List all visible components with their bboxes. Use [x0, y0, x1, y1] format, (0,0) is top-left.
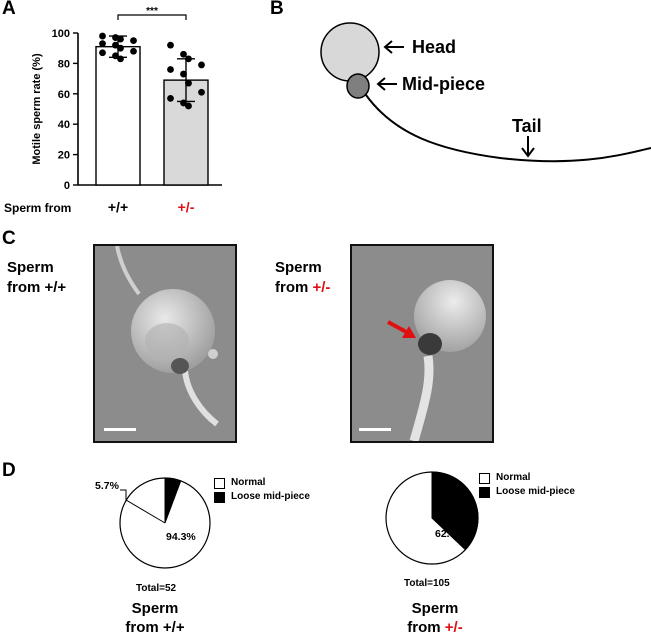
data-point [180, 50, 187, 58]
data-point [167, 94, 174, 102]
data-point [185, 55, 192, 63]
midpiece-label: Mid-piece [402, 74, 486, 94]
tail-line [365, 94, 651, 163]
data-point [99, 40, 106, 48]
y-tick-label: 100 [52, 28, 70, 40]
midpiece-arrow [376, 77, 397, 91]
legend-normal-swatch-2 [479, 473, 490, 484]
panel-letter-a: A [2, 0, 16, 19]
sem-right-label-prefix: from [275, 279, 313, 296]
legend-loose-swatch-1 [214, 492, 225, 503]
data-point [167, 66, 174, 73]
panel-letter-c: C [2, 228, 16, 249]
data-point [185, 79, 192, 87]
head-shape [320, 22, 380, 82]
pie-caption-heterozygous-prefix: from [407, 619, 445, 636]
data-point [112, 52, 119, 60]
pie-caption-heterozygous-line2: from +/- [370, 618, 500, 637]
data-point [198, 88, 205, 96]
pie-label-normal: 94.3% [166, 531, 196, 543]
pie-label-loose: 5.7% [95, 480, 120, 492]
legend-normal-swatch-1 [214, 478, 225, 489]
pie-label-normal: 62.9% [435, 528, 465, 540]
head-arrow [383, 40, 404, 54]
row-label-sperm-from: Sperm from [4, 201, 71, 215]
data-point [117, 35, 124, 43]
y-tick-label: 60 [58, 89, 70, 101]
red-arrow-icon [387, 320, 416, 338]
y-tick-label: 40 [58, 119, 70, 131]
pie-caption-heterozygous: Sperm from +/- [370, 599, 500, 637]
data-point [117, 44, 124, 52]
pie-total-wildtype: Total=52 [136, 583, 177, 594]
sem-image-heterozygous [350, 244, 494, 443]
sem-right-label-line1: Sperm [275, 259, 322, 276]
significance-label: *** [146, 6, 158, 17]
tail-arrow [521, 136, 535, 158]
y-tick-label: 20 [58, 150, 70, 162]
bar [95, 45, 141, 186]
y-tick-label: 80 [58, 58, 70, 70]
panel-letter-b: B [270, 0, 284, 19]
legend-loose-label-1: Loose mid-piece [231, 491, 310, 502]
significance-bracket [117, 14, 187, 20]
pie-caption-wildtype-line1: Sperm [131, 600, 179, 617]
data-point [130, 37, 137, 44]
y-axis-label: Motile sperm rate (%) [31, 53, 43, 165]
sperm-structure-diagram [320, 22, 651, 163]
pie-caption-heterozygous-line1: Sperm [411, 600, 459, 617]
sem-image-wildtype [93, 244, 237, 443]
scale-bar-right [359, 428, 391, 431]
sem-right-label-genotype: +/- [312, 279, 331, 296]
sem-right-label: Sperm from +/- [275, 258, 330, 298]
data-point [112, 41, 119, 49]
data-point [99, 49, 106, 57]
legend-loose-label-2: Loose mid-piece [496, 486, 575, 497]
pie-slice-loose [431, 471, 479, 551]
data-point [167, 41, 174, 49]
y-tick-label: 0 [64, 180, 70, 192]
pie-caption-wildtype-line2: from +/+ [125, 619, 185, 636]
data-point [180, 70, 187, 78]
sem-left-label-line1: Sperm [7, 259, 54, 276]
category-label: +/- [178, 199, 195, 215]
data-point [99, 32, 106, 40]
scale-bar-left [104, 428, 136, 431]
legend-loose-swatch-2 [479, 487, 490, 498]
pie-slice-loose [164, 477, 182, 524]
pie-leader-line [120, 489, 166, 524]
data-point [185, 102, 192, 110]
category-label: +/+ [108, 199, 128, 215]
data-point [180, 99, 187, 107]
sem-wildtype-sperm-picture [115, 246, 219, 427]
pie-caption-wildtype: Sperm from +/+ [90, 599, 220, 637]
tail-label: Tail [512, 116, 542, 136]
pie-total-heterozygous: Total=105 [404, 578, 450, 589]
sem-heterozygous-sperm-picture [387, 280, 486, 441]
data-point [198, 61, 205, 69]
data-point [117, 55, 124, 63]
legend-normal-label-2: Normal [496, 472, 531, 483]
panel-letter-d: D [2, 460, 16, 481]
pie-chart-heterozygous: 62.9% 37.1% [385, 471, 479, 565]
sem-right-label-line2: from +/- [275, 278, 330, 298]
head-label: Head [412, 37, 457, 57]
pie-caption-heterozygous-genotype: +/- [444, 619, 463, 636]
legend-normal-label-1: Normal [231, 477, 266, 488]
data-point [130, 47, 137, 55]
pie-label-loose: 37.1% [395, 508, 425, 520]
midpiece-shape [346, 73, 370, 99]
sem-left-label-line2: from +/+ [7, 279, 67, 296]
sem-left-label: Sperm from +/+ [7, 258, 66, 298]
pie-chart-wildtype: 94.3% 5.7% [95, 477, 211, 569]
